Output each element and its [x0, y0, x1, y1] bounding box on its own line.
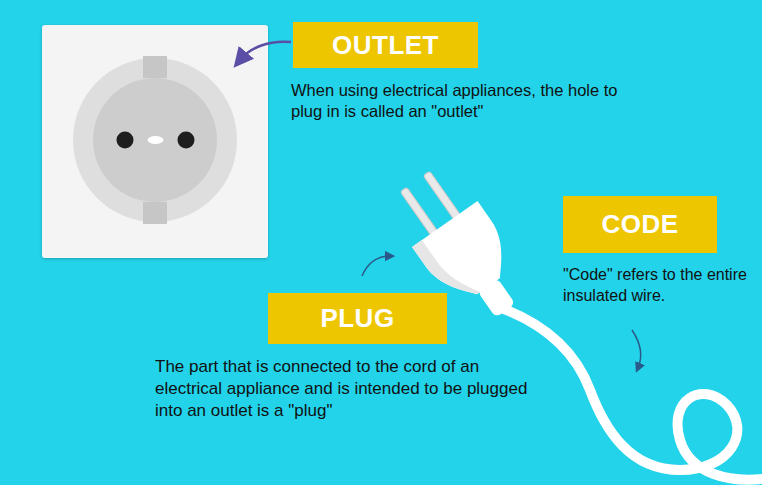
- outlet-well: [93, 78, 217, 202]
- label-heading: OUTLET: [332, 30, 439, 61]
- description-text: When using electrical appliances, the ho…: [291, 80, 621, 123]
- label-box: CODE: [563, 196, 717, 253]
- callout-group: OUTLET When using electrical appliances, …: [291, 22, 621, 123]
- callout-group: PLUG The part that is connected to the co…: [155, 293, 535, 422]
- prong: [423, 171, 461, 220]
- prong: [400, 187, 438, 236]
- label-heading: CODE: [601, 209, 678, 240]
- label-heading: PLUG: [320, 303, 394, 334]
- socket-hole: [117, 132, 134, 149]
- socket-center: [148, 136, 164, 144]
- description-text: The part that is connected to the cord o…: [155, 356, 535, 422]
- outlet-rim: [73, 58, 237, 222]
- outlet-illustration: [42, 25, 268, 258]
- outlet-plate: [42, 25, 268, 258]
- strain-relief: [477, 278, 515, 318]
- leader-arrow: [362, 256, 390, 276]
- leader-arrow: [632, 330, 641, 368]
- label-box: PLUG: [268, 293, 447, 344]
- leader-arrow: [240, 42, 291, 60]
- callout-group: CODE "Code" refers to the entire insulate…: [563, 196, 748, 307]
- cord: [504, 309, 762, 480]
- socket-hole: [178, 132, 195, 149]
- earth-clip: [143, 56, 167, 78]
- label-box: OUTLET: [293, 22, 478, 68]
- earth-clip: [143, 202, 167, 224]
- description-text: "Code" refers to the entire insulated wi…: [563, 265, 748, 307]
